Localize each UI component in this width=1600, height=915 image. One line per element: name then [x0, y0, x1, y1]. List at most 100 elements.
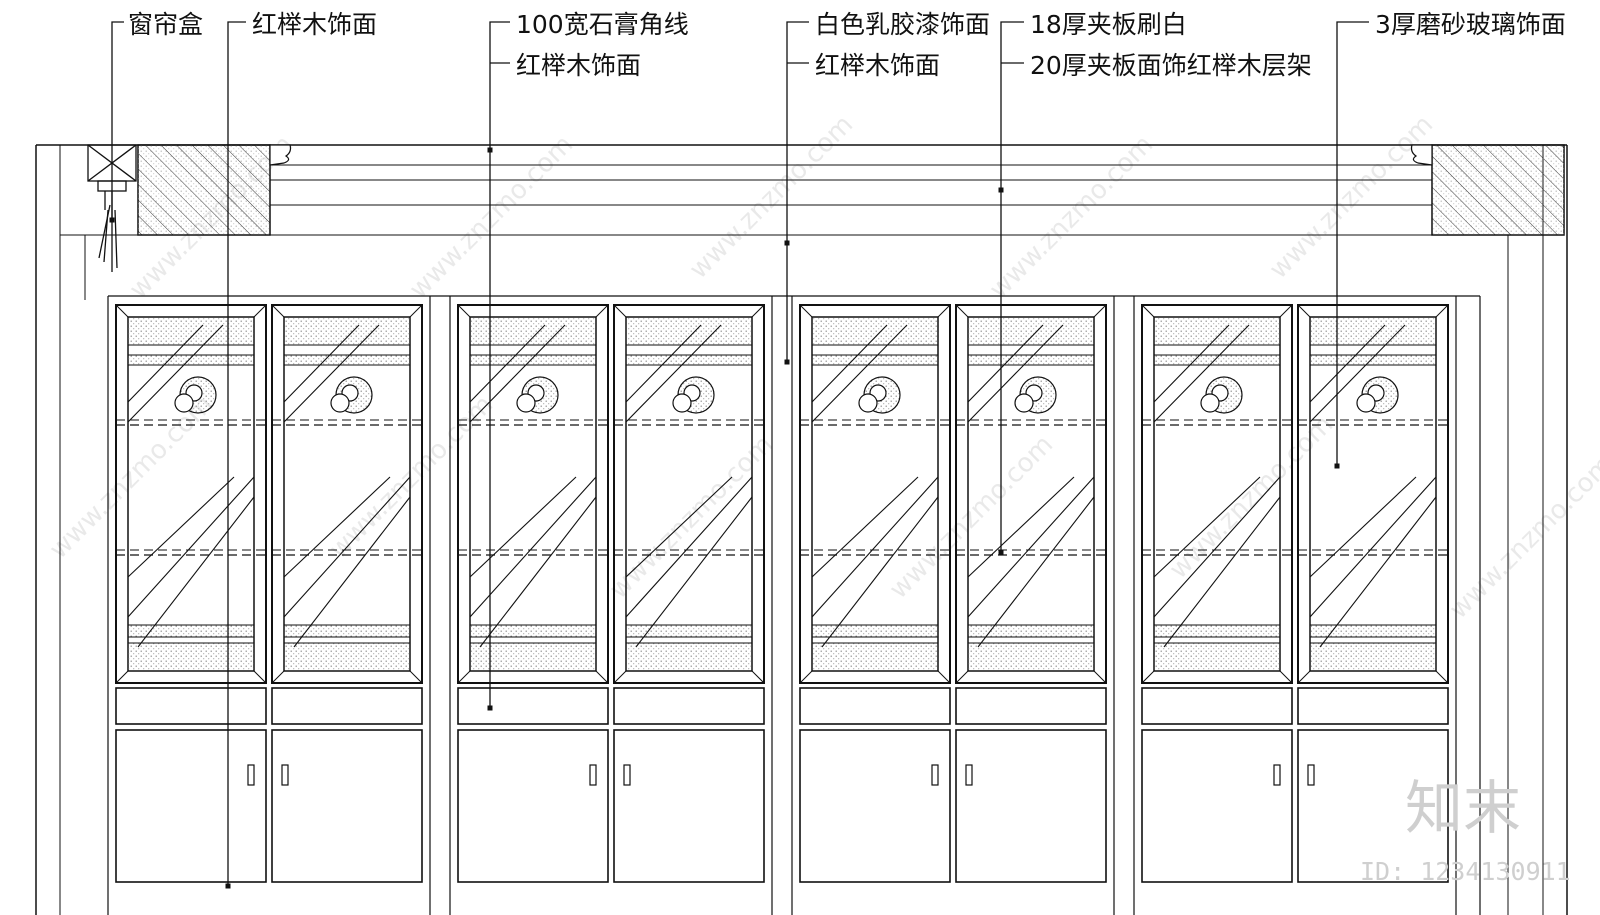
label-beech-face-mid: 红榉木饰面 [516, 51, 641, 80]
cabinet-base-band [127, 642, 255, 672]
glass-reflection-line [479, 496, 597, 648]
door-handle [589, 764, 597, 786]
watermark-text: www.znzmo.com [1164, 410, 1339, 585]
frame-bevel [1141, 304, 1155, 318]
lower-cabinet-door [1297, 729, 1449, 883]
glass-reflection-line [811, 324, 908, 423]
label-beech-face-left: 红榉木饰面 [252, 10, 377, 39]
watermark-text: www.znzmo.com [44, 390, 219, 565]
cabinet-light-band [283, 316, 411, 346]
glass-reflection-line [625, 476, 753, 618]
frame-bevel [613, 670, 627, 684]
watermark-text: www.znzmo.com [984, 130, 1159, 305]
callout-leaders [109, 21, 1369, 889]
cornice-profile-left [269, 144, 292, 166]
glass-reflection-line [635, 496, 753, 648]
glass-reflection-line [469, 476, 577, 578]
glass-reflection-line [811, 476, 939, 618]
drawer-front [955, 687, 1107, 725]
frame-bevel [253, 304, 267, 318]
cabinet-base-trim [625, 624, 753, 638]
glass-reflection-line [625, 476, 733, 578]
cabinet-light-band [811, 316, 939, 346]
cabinet-trim-band [625, 354, 753, 366]
glass-reflection-line [625, 324, 722, 423]
glass-reflection-line [1309, 324, 1386, 403]
leader-line [1336, 21, 1369, 466]
drawer-front [115, 687, 267, 725]
frame-bevel [799, 304, 813, 318]
glass-door [457, 304, 609, 684]
leader-dot [225, 883, 231, 889]
cornice-profile-right [1410, 144, 1433, 166]
leader-dot [998, 550, 1004, 556]
glass-reflection-line [137, 496, 255, 648]
glass-reflection-line [625, 324, 702, 403]
door-frame [1141, 304, 1293, 684]
decorative-emblem [1014, 393, 1034, 413]
cabinet-base-band [625, 642, 753, 672]
frame-bevel [253, 670, 267, 684]
leader-line [1000, 21, 1024, 553]
cabinet-unit [1141, 304, 1449, 883]
door-frame [457, 304, 609, 684]
decorative-emblem [672, 393, 692, 413]
door-handle [247, 764, 255, 786]
glass-reflection-line [1309, 476, 1417, 578]
frame-bevel [409, 304, 423, 318]
label-beech-face-right: 红榉木饰面 [815, 51, 940, 80]
cabinet-base-trim [1153, 624, 1281, 638]
concrete-beam-left [137, 144, 271, 236]
door-handle [931, 764, 939, 786]
lower-cabinet-door [799, 729, 951, 883]
glass-reflection-line [127, 476, 255, 618]
door-frame [955, 304, 1107, 684]
lower-cabinet-door [457, 729, 609, 883]
glass-reflection-line [127, 476, 235, 578]
cabinet-trim-band [967, 354, 1095, 366]
cabinet-light-band [1309, 316, 1437, 346]
door-handle [1273, 764, 1281, 786]
door-handle [281, 764, 289, 786]
door-frame [271, 304, 423, 684]
cabinet-unit [457, 304, 765, 883]
glass-reflection-line [967, 324, 1064, 423]
glass-door [115, 304, 267, 684]
glass-reflection-line [469, 476, 597, 618]
frame-bevel [1093, 670, 1107, 684]
frame-bevel [1141, 670, 1155, 684]
cabinet-base-trim [1309, 624, 1437, 638]
leader-dot [998, 187, 1004, 193]
frame-bevel [751, 304, 765, 318]
glass-reflection-line [977, 496, 1095, 648]
leader-dot [1334, 463, 1340, 469]
glass-reflection-line [1309, 324, 1406, 423]
cabinet-base-band [1153, 642, 1281, 672]
glass-reflection-line [811, 476, 919, 578]
watermark-text: www.znzmo.com [324, 390, 499, 565]
cabinet-base-band [283, 642, 411, 672]
drawer-front [799, 687, 951, 725]
label-frosted-glass: 3厚磨砂玻璃饰面 [1375, 10, 1566, 39]
drawer-front [271, 687, 423, 725]
leader-dot [784, 240, 790, 246]
frame-bevel [1435, 670, 1449, 684]
glass-reflection-line [127, 324, 224, 423]
glass-panel [127, 316, 255, 672]
cabinet-light-band [127, 316, 255, 346]
glass-reflection-line [967, 476, 1075, 578]
glass-reflection-line [283, 476, 411, 618]
drawer-front [613, 687, 765, 725]
cabinet-base-trim [967, 624, 1095, 638]
glass-reflection-line [811, 324, 888, 403]
glass-reflection-line [283, 324, 360, 403]
concrete-beam-right [1431, 144, 1565, 236]
frame-bevel [613, 304, 627, 318]
label-plywood-shelf: 20厚夹板面饰红榉木层架 [1030, 51, 1312, 80]
decorative-emblem [858, 393, 878, 413]
leader-line [786, 21, 809, 362]
frame-bevel [1435, 304, 1449, 318]
decorative-emblem [330, 393, 350, 413]
label-curtain-box: 窗帘盒 [128, 10, 203, 39]
